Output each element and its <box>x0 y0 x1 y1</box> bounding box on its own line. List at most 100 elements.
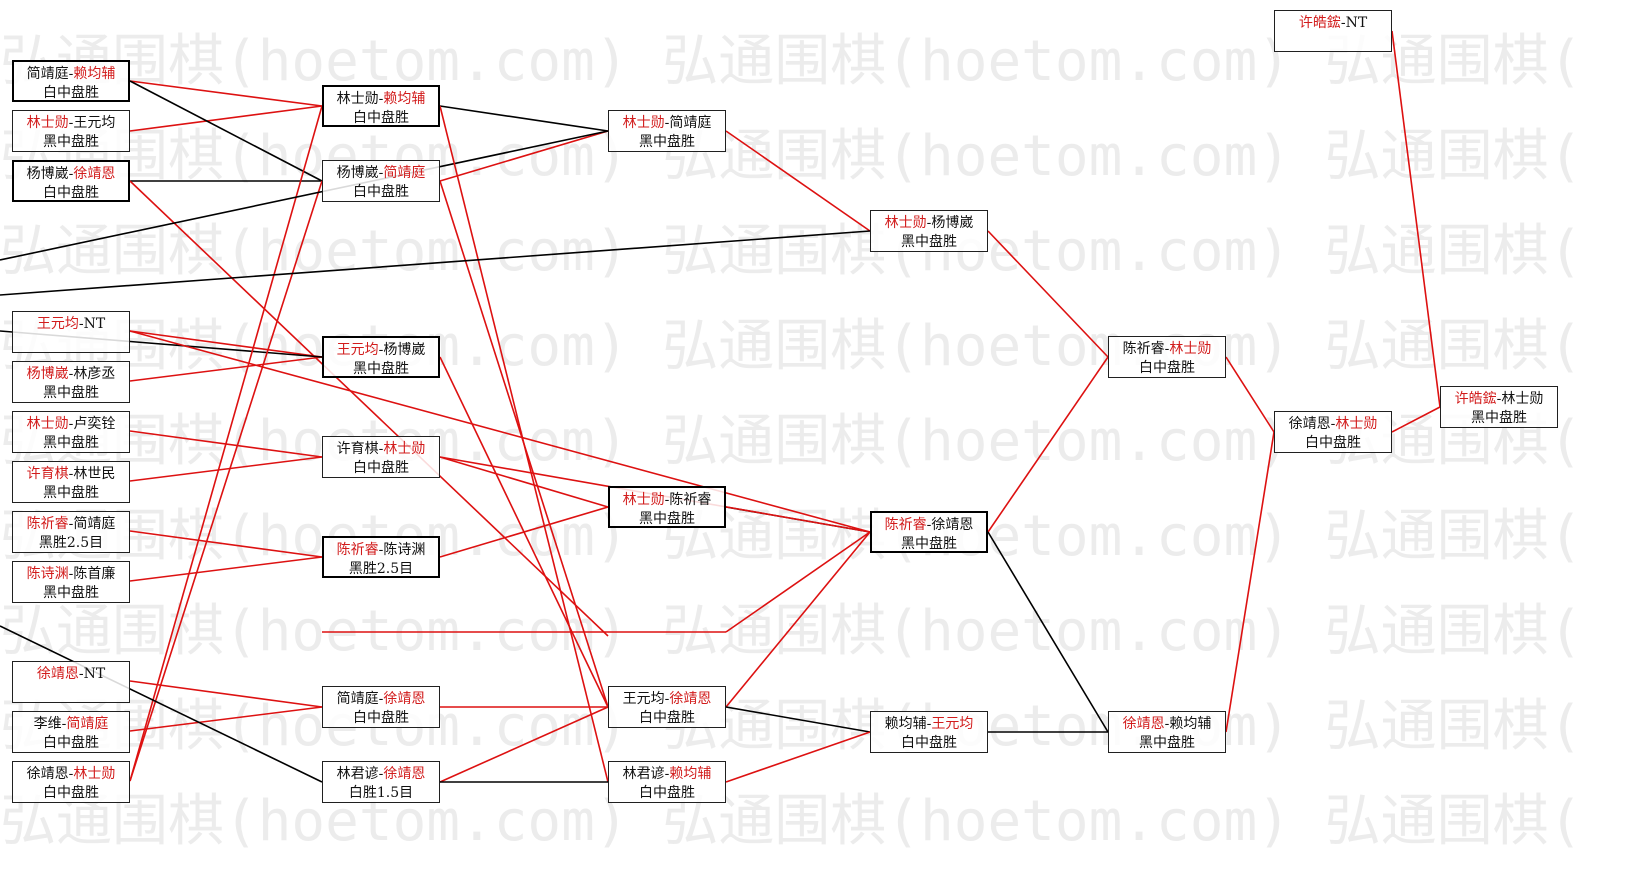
bracket-connector <box>129 680 323 708</box>
bracket-connector <box>129 105 323 132</box>
match-players: 简靖庭-赖均辅 <box>14 62 128 84</box>
player-white: 林世民 <box>73 466 116 482</box>
player-black: 许育棋 <box>26 466 69 482</box>
match-players: 陈祈睿-陈诗渊 <box>324 538 438 560</box>
match-box-r3-1[interactable]: 林士勋-简靖庭黑中盘胜 <box>608 110 726 152</box>
player-black: 徐靖恩 <box>1288 416 1331 432</box>
match-box-r4-1[interactable]: 林士勋-杨博崴黑中盘胜 <box>870 210 988 252</box>
match-box-r1-6[interactable]: 林士勋-卢奕铨黑中盘胜 <box>12 411 130 453</box>
player-black: 徐靖恩 <box>1122 716 1165 732</box>
match-result: 白中盘胜 <box>1139 360 1195 376</box>
match-box-r1-7[interactable]: 许育棋-林世民黑中盘胜 <box>12 461 130 503</box>
match-box-r6-2[interactable]: 许皓鋐-NT <box>1274 10 1392 52</box>
match-box-r2-7[interactable]: 林君谚-徐靖恩白胜1.5目 <box>322 761 440 803</box>
match-result: 黑中盘胜 <box>639 134 695 150</box>
player-separator: - <box>926 215 932 231</box>
player-black: 林君谚 <box>336 766 379 782</box>
match-players: 林士勋-赖均辅 <box>324 87 438 109</box>
player-separator: - <box>68 366 74 382</box>
match-box-r1-2[interactable]: 林士勋-王元均黑中盘胜 <box>12 110 130 152</box>
match-box-r3-4[interactable]: 林君谚-赖均辅白中盘胜 <box>608 761 726 803</box>
match-result: 白中盘胜 <box>43 735 99 751</box>
bracket-connector <box>725 531 871 633</box>
player-separator: - <box>1340 15 1346 31</box>
player-separator: - <box>68 166 74 182</box>
bracket-connector <box>129 105 323 782</box>
match-box-r2-4[interactable]: 许育棋-林士勋白中盘胜 <box>322 436 440 478</box>
player-white: 林士勋 <box>1335 416 1378 432</box>
match-players: 李维-简靖庭 <box>13 712 129 734</box>
match-result: 白胜1.5目 <box>348 785 414 801</box>
match-result: 白中盘胜 <box>353 710 409 726</box>
match-box-r4-2[interactable]: 陈祈睿-徐靖恩黑中盘胜 <box>870 511 988 553</box>
player-white: 陈首廉 <box>73 566 116 582</box>
match-box-r2-2[interactable]: 杨博崴-简靖庭白中盘胜 <box>322 160 440 202</box>
player-black: 王元均 <box>622 691 665 707</box>
player-black: 简靖庭 <box>26 66 69 82</box>
player-white: 徐靖恩 <box>931 517 974 533</box>
bracket-connector <box>129 80 323 182</box>
match-box-r1-12[interactable]: 徐靖恩-林士勋白中盘胜 <box>12 761 130 803</box>
match-result: 白中盘胜 <box>43 785 99 801</box>
match-result: 黑中盘胜 <box>1471 410 1527 426</box>
match-box-r3-3[interactable]: 王元均-徐靖恩白中盘胜 <box>608 686 726 728</box>
match-box-r3-2[interactable]: 林士勋-陈祈睿黑中盘胜 <box>608 486 726 528</box>
player-white: 简靖庭 <box>73 516 116 532</box>
player-black: 杨博崴 <box>26 166 69 182</box>
match-box-r1-8[interactable]: 陈祈睿-简靖庭黑胜2.5目 <box>12 511 130 553</box>
player-white: 陈祈睿 <box>669 492 712 508</box>
player-separator: - <box>378 542 384 558</box>
match-box-r1-5[interactable]: 杨博崴-林彦丞黑中盘胜 <box>12 361 130 403</box>
player-black: 赖均辅 <box>884 716 927 732</box>
match-result: 白中盘胜 <box>1305 435 1361 451</box>
match-result: 白中盘胜 <box>353 184 409 200</box>
player-black: 陈祈睿 <box>26 516 69 532</box>
player-white: 赖均辅 <box>669 766 712 782</box>
match-players: 陈祈睿-简靖庭 <box>13 512 129 534</box>
player-separator: - <box>378 691 384 707</box>
bracket-connector <box>0 230 871 296</box>
match-box-r2-6[interactable]: 简靖庭-徐靖恩白中盘胜 <box>322 686 440 728</box>
player-black: 林士勋 <box>336 91 379 107</box>
player-black: 林士勋 <box>26 416 69 432</box>
match-box-r2-5[interactable]: 陈祈睿-陈诗渊黑胜2.5目 <box>322 536 440 578</box>
match-box-r5-1[interactable]: 陈祈睿-林士勋白中盘胜 <box>1108 336 1226 378</box>
match-box-r4-3[interactable]: 赖均辅-王元均白中盘胜 <box>870 711 988 753</box>
player-white: 赖均辅 <box>1169 716 1212 732</box>
bracket-connector <box>1391 30 1441 408</box>
player-white: 陈诗渊 <box>383 542 426 558</box>
player-black: 陈祈睿 <box>884 517 927 533</box>
match-box-r1-9[interactable]: 陈诗渊-陈首廉黑中盘胜 <box>12 561 130 603</box>
match-players: 王元均-杨博崴 <box>324 338 438 360</box>
match-result: 白中盘胜 <box>353 110 409 126</box>
match-box-r6-1[interactable]: 徐靖恩-林士勋白中盘胜 <box>1274 411 1392 453</box>
player-separator: - <box>68 115 74 131</box>
match-box-r2-1[interactable]: 林士勋-赖均辅白中盘胜 <box>322 85 440 127</box>
match-result: 黑中盘胜 <box>43 585 99 601</box>
player-black: 杨博崴 <box>26 366 69 382</box>
match-box-r1-3[interactable]: 杨博崴-徐靖恩白中盘胜 <box>12 160 130 202</box>
match-box-final[interactable]: 许皓鋐-林士勋黑中盘胜 <box>1440 386 1558 428</box>
player-separator: - <box>78 666 84 682</box>
player-black: 林士勋 <box>884 215 927 231</box>
player-separator: - <box>1496 391 1502 407</box>
bracket-connector <box>987 531 1109 733</box>
player-black: 林君谚 <box>622 766 665 782</box>
match-box-r2-3[interactable]: 王元均-杨博崴黑中盘胜 <box>322 336 440 378</box>
bracket-connector <box>129 706 323 732</box>
player-white: 林士勋 <box>1169 341 1212 357</box>
player-white: 徐靖恩 <box>73 166 116 182</box>
player-black: 陈祈睿 <box>336 542 379 558</box>
player-black: 王元均 <box>36 316 79 332</box>
match-box-r1-11[interactable]: 李维-简靖庭白中盘胜 <box>12 711 130 753</box>
match-players: 林士勋-简靖庭 <box>609 111 725 133</box>
match-result: 黑胜2.5目 <box>348 561 414 577</box>
player-white: 林士勋 <box>1501 391 1544 407</box>
match-box-r1-10[interactable]: 徐靖恩-NT <box>12 661 130 703</box>
match-box-r1-4[interactable]: 王元均-NT <box>12 311 130 353</box>
player-black: 陈诗渊 <box>26 566 69 582</box>
player-white: NT <box>1345 15 1368 31</box>
match-box-r1-1[interactable]: 简靖庭-赖均辅白中盘胜 <box>12 60 130 102</box>
match-box-r5-2[interactable]: 徐靖恩-赖均辅黑中盘胜 <box>1108 711 1226 753</box>
bracket-connector <box>439 456 609 508</box>
